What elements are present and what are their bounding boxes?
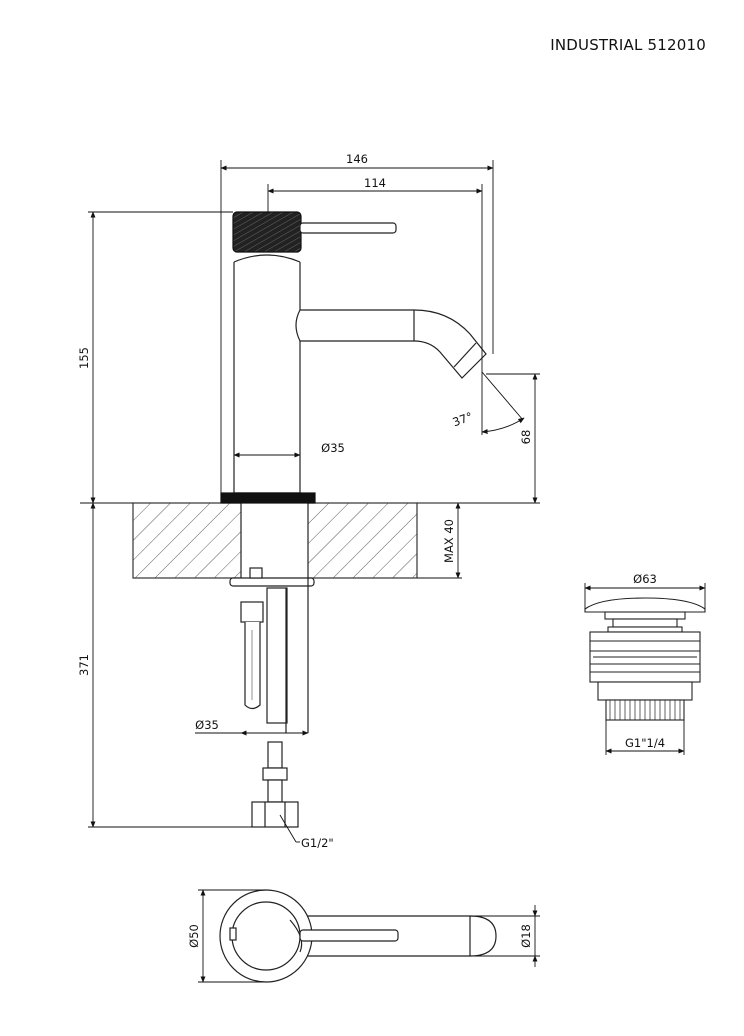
dim-max-counter: MAX 40 bbox=[442, 519, 456, 563]
dim-angle: 37° bbox=[451, 409, 475, 429]
flex-hose bbox=[244, 622, 261, 710]
lever bbox=[299, 222, 397, 234]
dim-waste-thread: G1"1/4 bbox=[625, 736, 665, 750]
inlet-pipe bbox=[267, 741, 283, 769]
dim-below-counter: 371 bbox=[77, 654, 91, 676]
drawing-title: INDUSTRIAL 512010 bbox=[550, 36, 706, 54]
spout bbox=[295, 309, 487, 379]
hose-nut bbox=[240, 601, 264, 623]
dim-height-spout: 68 bbox=[519, 430, 533, 445]
dim-spout-diameter: Ø18 bbox=[519, 924, 533, 948]
inlet-fitting bbox=[251, 801, 299, 828]
dim-shank-diameter: Ø35 bbox=[195, 718, 219, 732]
top-inner-circle bbox=[231, 901, 301, 971]
threaded-shank bbox=[266, 587, 288, 724]
dimension-lines bbox=[80, 160, 540, 843]
waste-cap bbox=[584, 597, 706, 613]
handle-knurl bbox=[232, 211, 302, 253]
fixing-plate bbox=[229, 577, 315, 587]
faucet-top-view bbox=[219, 889, 497, 983]
dim-body-diameter: Ø35 bbox=[321, 441, 345, 455]
dim-waste-diameter: Ø63 bbox=[633, 572, 657, 586]
faucet-body bbox=[233, 262, 301, 494]
faucet-side-view bbox=[132, 211, 487, 828]
top-lever bbox=[299, 929, 399, 942]
dim-height-body: 155 bbox=[77, 347, 91, 369]
waste-drain-view bbox=[584, 597, 706, 721]
dim-width-total: 146 bbox=[346, 152, 368, 166]
dim-top-diameter: Ø50 bbox=[187, 924, 201, 948]
base-ring bbox=[220, 492, 316, 504]
dim-inlet-thread: G1/2" bbox=[301, 836, 334, 850]
dim-width-spout: 114 bbox=[364, 176, 386, 190]
